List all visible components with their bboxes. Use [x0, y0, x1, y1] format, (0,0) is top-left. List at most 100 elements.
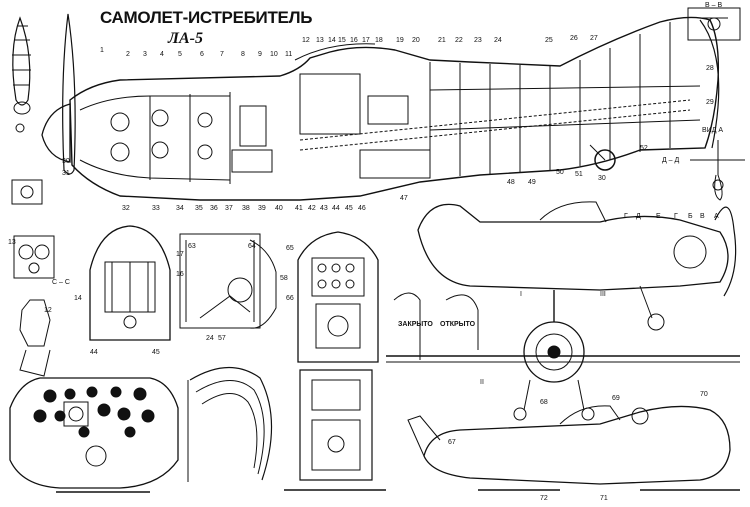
left-detail-labels: С – С 12 13: [8, 239, 70, 314]
callout-label: 5: [178, 51, 182, 58]
panel-callout: 69: [612, 395, 620, 402]
canopy-positions: [393, 292, 479, 360]
tail-callouts: 28 29 30: [598, 65, 714, 182]
panel-callout: 14: [74, 295, 82, 302]
callout-label: 11: [285, 51, 292, 58]
callout-label: 18: [375, 37, 383, 44]
aircraft-front-view: [386, 290, 740, 421]
callout-label: 28: [706, 65, 714, 72]
callout-label: 7: [220, 51, 224, 58]
callout-label: 44: [332, 205, 340, 212]
instrument-dial-panel: [9, 377, 179, 489]
drawing-subtitle: ЛА-5: [168, 30, 203, 47]
section-marker: Е: [656, 213, 661, 220]
panel-callout: 58: [280, 275, 288, 282]
panel-callout: 44: [90, 349, 98, 356]
bottom-detail-labels: 67 68 69 70 71 72: [448, 391, 708, 502]
callout-label: 21: [438, 37, 446, 44]
panel-callout: 45: [152, 349, 160, 356]
callout-label: 19: [396, 37, 404, 44]
panel-callout: 70: [700, 391, 708, 398]
callout-label: 49: [528, 179, 536, 186]
section-marker: Д: [636, 213, 641, 220]
callout-label: 35: [195, 205, 203, 212]
canopy-labels: ЗАКРЫТО ОТКРЫТО: [398, 321, 476, 328]
callout-label: 8: [241, 51, 245, 58]
roman-mark: I: [520, 291, 522, 298]
callout-label: 42: [308, 205, 316, 212]
callout-label: 46: [358, 205, 366, 212]
callout-label: 47: [400, 195, 408, 202]
callout-label: 33: [152, 205, 160, 212]
callout-label: 14: [328, 37, 336, 44]
instrument-panel-section: [297, 231, 379, 363]
canopy-open-label: ОТКРЫТО: [440, 321, 476, 328]
callout-label: 30: [598, 175, 606, 182]
callout-label: 39: [258, 205, 266, 212]
canopy-section-detail: [187, 366, 273, 482]
callout-label: 43: [320, 205, 328, 212]
section-marker: А: [714, 213, 719, 220]
aircraft-side-profile: [407, 405, 731, 485]
callout-label: 13: [316, 37, 324, 44]
section-label-vv: В – В: [705, 2, 722, 9]
section-label-vid-a: ВИД А: [702, 127, 723, 134]
callout-label: 32: [122, 205, 130, 212]
canopy-closed-label: ЗАКРЫТО: [398, 321, 433, 328]
callout-label: 41: [295, 205, 303, 212]
callout-label: 4: [160, 51, 164, 58]
fuselage-bottom-callouts: 30 31 32 33 34 35 36 37 38 39 40 41 42 4…: [62, 145, 648, 212]
callout-label: 52: [640, 145, 648, 152]
callout-label: 50: [556, 169, 564, 176]
detail-section-labels: В – В ВИД А Д – Д: [662, 2, 723, 164]
callout-label: 6: [200, 51, 204, 58]
callout-label: 25: [545, 37, 553, 44]
callout-label: 37: [225, 205, 233, 212]
instrument-panel-labels: 65 66: [286, 245, 294, 302]
aircraft-side-view: [417, 201, 737, 331]
panel-callout: 67: [448, 439, 456, 446]
section-marker: Г: [674, 213, 678, 220]
side-view-section-markers: Г Д Е Г Б В А: [624, 213, 719, 220]
panel-callout: 66: [286, 295, 294, 302]
callout-label: 2: [126, 51, 130, 58]
drawing-title: САМОЛЕТ-ИСТРЕБИТЕЛЬ: [100, 8, 313, 27]
roman-mark: III: [600, 291, 606, 298]
seat-frame-labels: 63 64 24 57 58: [188, 243, 288, 342]
front-view-labels: I II III: [480, 291, 606, 386]
section-marker: В: [700, 213, 705, 220]
fuselage-cutaway: [41, 13, 720, 201]
panel-callout: 71: [600, 495, 608, 502]
panel-callout: 64: [248, 243, 256, 250]
callout-label: 3: [143, 51, 147, 58]
callout-label: 10: [270, 51, 278, 58]
propeller-blade-drawing: [12, 16, 31, 133]
panel-callout: 12: [44, 307, 52, 314]
section-marker: Г: [624, 213, 628, 220]
callout-label: 29: [706, 99, 714, 106]
instrument-dial-rims: [63, 401, 107, 467]
callout-label: 31: [62, 170, 70, 177]
callout-label: 26: [570, 35, 578, 42]
section-marker: Б: [688, 213, 693, 220]
callout-label: 1: [100, 47, 104, 54]
callout-label: 9: [258, 51, 262, 58]
callout-label: 45: [345, 205, 353, 212]
callout-label: 34: [176, 205, 184, 212]
callout-label: 30: [62, 158, 70, 165]
panel-callout: 63: [188, 243, 196, 250]
left-small-details: [11, 179, 55, 377]
callout-label: 36: [210, 205, 218, 212]
panel-callout: 57: [218, 335, 226, 342]
panel-callout: 72: [540, 495, 548, 502]
callout-label: 17: [362, 37, 370, 44]
instrument-dials: [33, 386, 155, 438]
section-label-cc: С – С: [52, 279, 70, 286]
seat-frame-detail: [179, 233, 277, 329]
tail-wheel-detail: [687, 7, 745, 201]
callout-label: 22: [455, 37, 463, 44]
scale-bars: [56, 489, 740, 493]
panel-callout: 13: [8, 239, 16, 246]
